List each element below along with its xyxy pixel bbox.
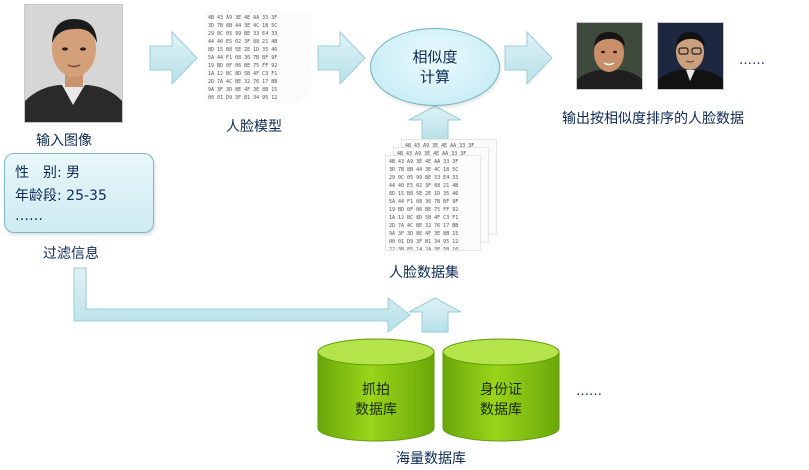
capture-db-line2: 数据库 (355, 402, 397, 418)
arrow-input-to-model (149, 30, 198, 86)
database-ellipsis: …… (576, 384, 602, 399)
similarity-line1: 相似度 (412, 48, 458, 66)
capture-db-line1: 抓拍 (362, 382, 390, 398)
id-db-line1: 身份证 (480, 382, 522, 398)
face-model-hex: 4B 43 A9 3E 4E AA 33 3F 3D 7B 8B 44 3E 4… (205, 12, 311, 104)
face-dataset-stack: 4B 43 A9 3E 4E AA 33 3F 3D 7B 8B 44 3E 4… (386, 140, 496, 252)
filter-age-range: 年龄段: 25-35 (15, 188, 107, 204)
face-dataset-label: 人脸数据集 (389, 265, 459, 281)
arrow-filter-to-dataset (73, 267, 411, 334)
similarity-calculation-node: 相似度 计算 (370, 28, 500, 106)
output-face-photo-1 (576, 22, 643, 90)
id-card-database-cylinder: 身份证 数据库 (441, 338, 561, 443)
input-face-photo (24, 4, 123, 123)
similarity-line2: 计算 (419, 68, 450, 86)
arrow-databases-to-dataset (408, 297, 462, 333)
filter-gender: 性 别: 男 (15, 165, 81, 181)
massive-database-label: 海量数据库 (396, 451, 466, 467)
dataset-sheet-1: 4B 43 A9 3E 4E AA 33 3F 3D 7B 8B 44 3E 4… (386, 156, 480, 250)
filter-info-label: 过滤信息 (43, 246, 99, 262)
filter-ellipsis: …… (15, 208, 43, 224)
filter-info-box: 性 别: 男 年龄段: 25-35 …… (4, 153, 154, 233)
input-image-label: 输入图像 (36, 133, 92, 149)
output-face-photo-2 (657, 22, 724, 90)
arrow-similarity-to-output (504, 30, 553, 86)
arrow-dataset-to-similarity (408, 105, 462, 141)
arrow-model-to-similarity (317, 30, 366, 86)
output-ellipsis: …… (739, 53, 765, 68)
output-label: 输出按相似度排序的人脸数据 (562, 111, 744, 127)
capture-database-cylinder: 抓拍 数据库 (316, 338, 436, 443)
face-model-label: 人脸模型 (226, 119, 282, 135)
id-db-line2: 数据库 (480, 402, 522, 418)
face-model-document: 4B 43 A9 3E 4E AA 33 3F 3D 7B 8B 44 3E 4… (205, 12, 313, 108)
